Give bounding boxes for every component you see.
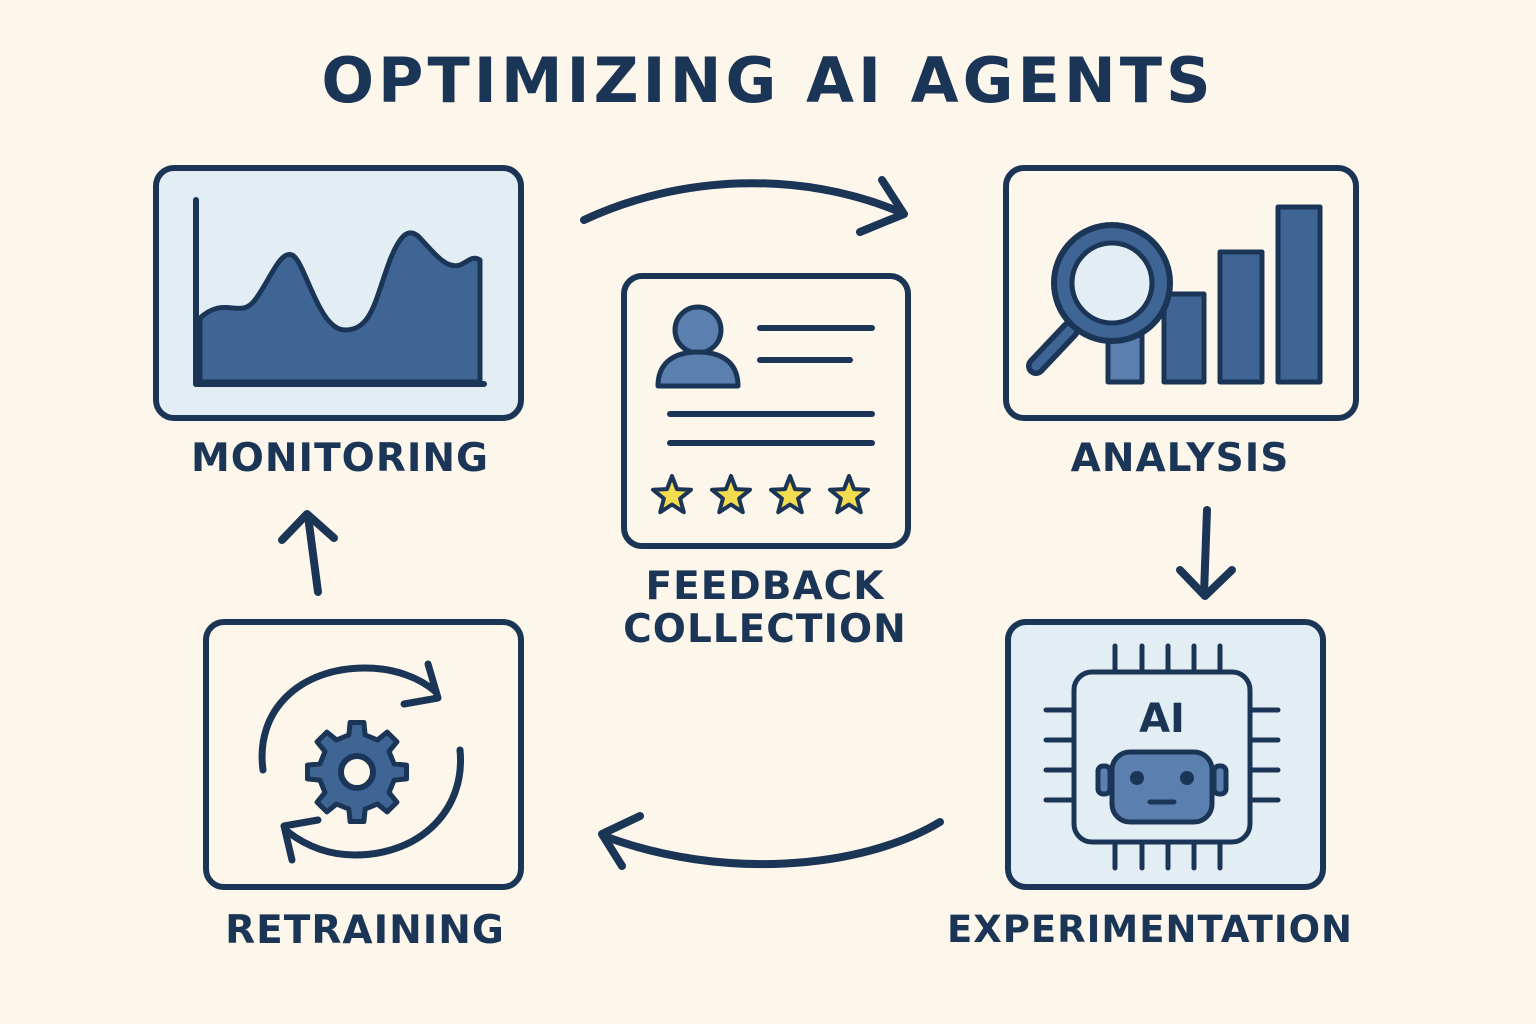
arrow-monitoring-to-analysis: [580, 176, 908, 236]
analysis-panel: [1003, 165, 1359, 421]
experimentation-panel: AI: [1005, 619, 1326, 890]
magnifier-icon: [1026, 222, 1173, 376]
star-icon: [828, 474, 870, 515]
monitoring-label: MONITORING: [190, 436, 490, 481]
analysis-label: ANALYSIS: [1070, 436, 1290, 481]
retraining-label: RETRAINING: [225, 908, 505, 953]
star-icon: [769, 474, 811, 515]
monitoring-panel: [153, 165, 524, 421]
gear-hole: [338, 753, 376, 791]
review-text-lines: [667, 325, 875, 446]
gear-icon: [305, 720, 409, 824]
feedback-collection-label: FEEDBACK COLLECTION: [590, 564, 940, 652]
user-icon: [655, 304, 741, 389]
bar-chart-icon: [1105, 204, 1323, 385]
experimentation-label: EXPERIMENTATION: [946, 908, 1354, 951]
feedback-label-line2: COLLECTION: [623, 606, 907, 652]
area-chart-icon: [193, 197, 487, 387]
star-icon: [710, 474, 752, 515]
feedback-label-line1: FEEDBACK: [645, 564, 885, 609]
arrow-analysis-to-experimentation: [1176, 506, 1236, 600]
star-rating: [651, 474, 870, 515]
cycle-arrows-icon: [258, 660, 464, 864]
feedback-panel: [621, 273, 911, 549]
robot-face-icon: [1095, 749, 1229, 825]
star-icon: [651, 474, 693, 515]
arrow-experimentation-to-retraining: [598, 812, 944, 870]
flow-arrows: [278, 176, 1236, 870]
chip-ai-text: AI: [1139, 696, 1185, 742]
arrow-retraining-to-monitoring: [278, 510, 338, 596]
page-title: OPTIMIZING AI AGENTS: [321, 44, 1215, 117]
retraining-panel: [203, 619, 524, 890]
